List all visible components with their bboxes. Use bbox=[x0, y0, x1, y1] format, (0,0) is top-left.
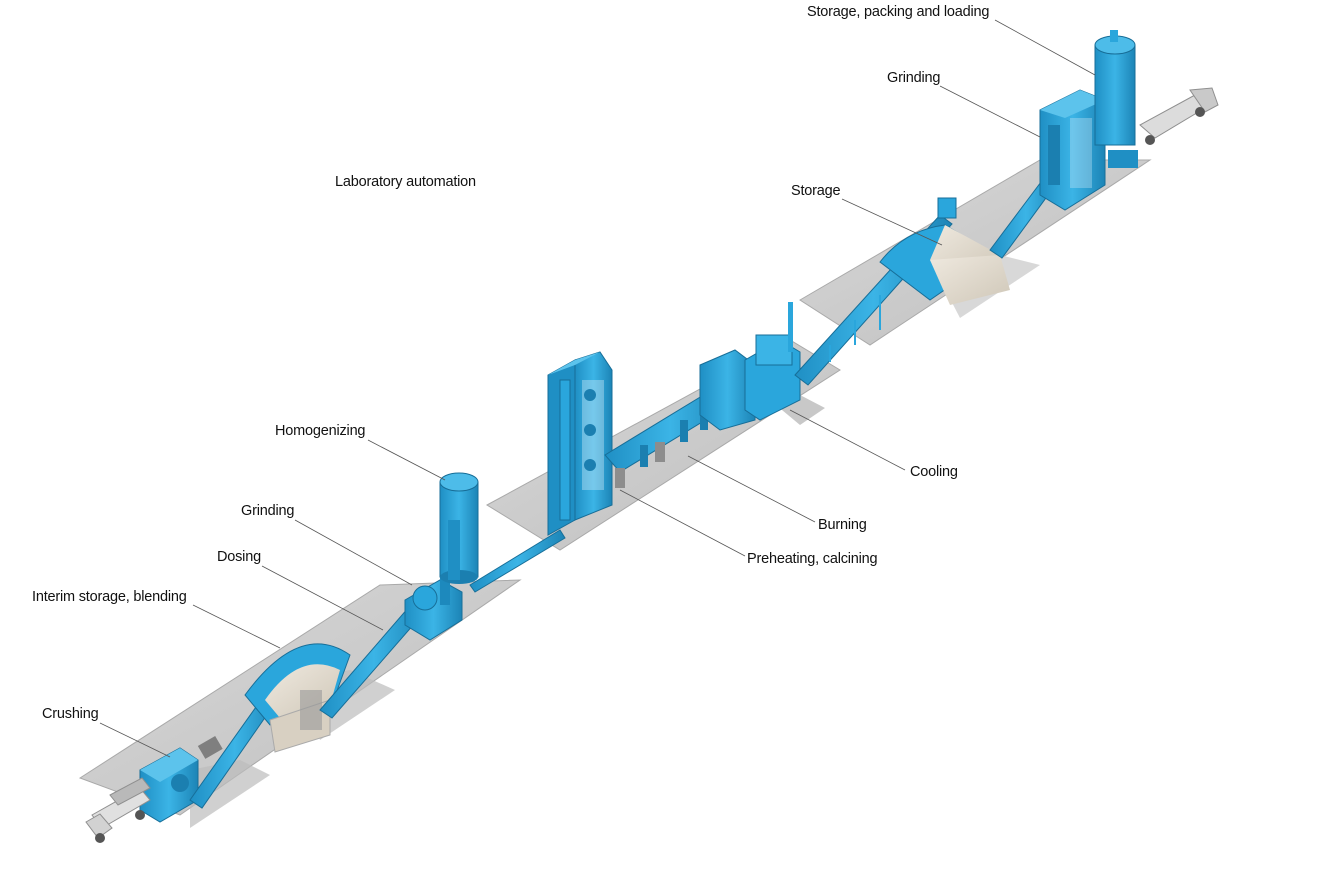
leader-homogenizing bbox=[367, 439, 446, 481]
homogenizing-silo bbox=[439, 472, 479, 584]
label-storage: Storage bbox=[791, 183, 841, 199]
label-preheating-calcining: Preheating, calcining bbox=[747, 551, 878, 567]
leader-storage-packing-loading bbox=[994, 19, 1096, 76]
clinker-cooler bbox=[699, 302, 801, 431]
label-grinding-raw: Grinding bbox=[241, 503, 295, 519]
leader-preheating-calcining bbox=[619, 489, 746, 557]
leader-interim-storage bbox=[192, 604, 281, 649]
leader-dosing bbox=[261, 565, 384, 631]
cement-silo bbox=[1094, 30, 1136, 146]
label-burning: Burning bbox=[818, 517, 867, 533]
leader-burning bbox=[687, 455, 816, 523]
raw-mill bbox=[404, 575, 463, 641]
clinker-storage bbox=[879, 197, 1010, 305]
interim-storage-hall bbox=[244, 643, 351, 753]
label-interim-storage-blending: Interim storage, blending bbox=[32, 589, 187, 605]
label-dosing: Dosing bbox=[217, 549, 261, 565]
preheater-tower bbox=[547, 351, 613, 536]
leader-lines bbox=[99, 19, 1096, 758]
leader-grinding-cement bbox=[939, 85, 1041, 138]
label-storage-packing-loading: Storage, packing and loading bbox=[807, 4, 990, 20]
leader-storage bbox=[841, 198, 943, 246]
tanker-truck-icon bbox=[1139, 87, 1219, 145]
cement-mill-building bbox=[1039, 89, 1138, 211]
leader-crushing bbox=[99, 722, 171, 758]
leader-cooling bbox=[789, 409, 906, 471]
label-grinding-cement: Grinding bbox=[887, 70, 941, 86]
leader-grinding-raw bbox=[294, 519, 413, 586]
conveyor-silo-to-preheater bbox=[469, 529, 566, 593]
label-cooling: Cooling bbox=[910, 464, 958, 480]
label-laboratory-automation: Laboratory automation bbox=[335, 174, 476, 190]
dump-truck-icon bbox=[85, 777, 151, 843]
label-crushing: Crushing bbox=[42, 706, 99, 722]
label-homogenizing: Homogenizing bbox=[275, 423, 366, 439]
